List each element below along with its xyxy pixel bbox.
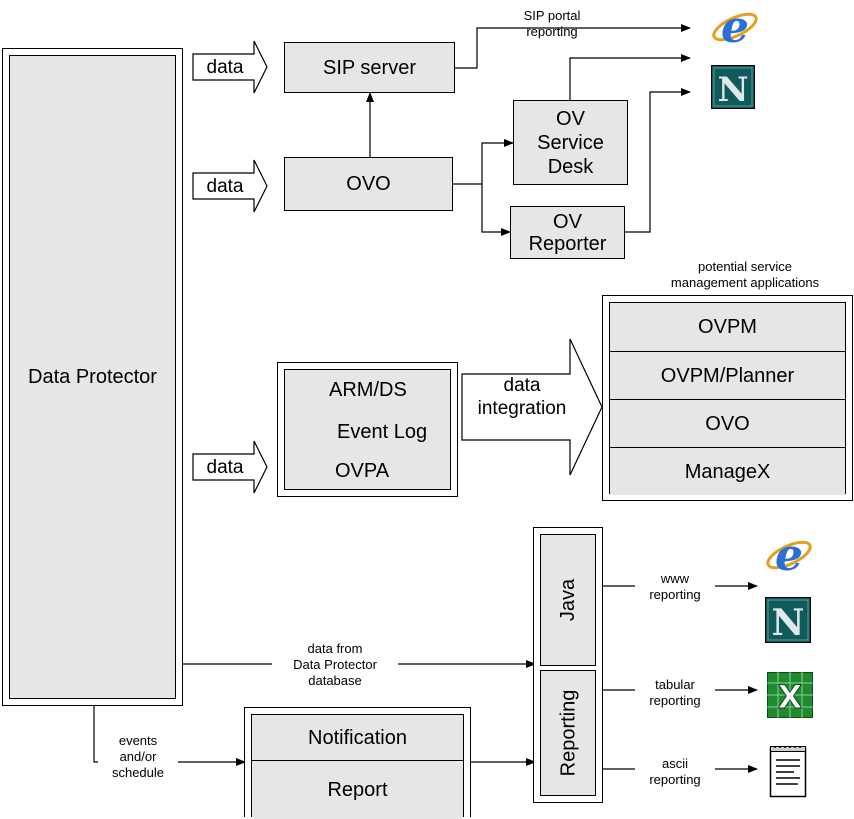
integration-item-ovpa: OVPA — [335, 460, 390, 482]
sip-server-label: SIP server — [323, 56, 416, 79]
ov-service-desk-box: OV Service Desk — [513, 100, 628, 185]
internet-explorer-icon: e — [766, 530, 812, 578]
data-label-ovo: data — [206, 176, 244, 197]
report-item: Report — [252, 761, 463, 819]
www-reporting-label: www reporting — [635, 571, 715, 603]
netscape-icon: N — [711, 65, 755, 109]
reporter-to-browser-line — [625, 88, 691, 233]
service-app-label: ManageX — [684, 460, 771, 483]
data-integration-arrow — [461, 338, 603, 476]
notification-list: Notification Report — [251, 714, 464, 819]
service-apps-caption: potential service management application… — [670, 259, 820, 290]
notification-frame: Notification Report — [244, 707, 471, 819]
internet-explorer-icon: e — [712, 2, 758, 50]
ovo-to-reporter-line — [481, 184, 511, 236]
ov-reporter-label: OV Reporter — [528, 210, 607, 255]
sip-to-ie-line — [455, 24, 691, 69]
notepad-icon — [769, 746, 807, 798]
notification-item: Notification — [252, 715, 463, 761]
integration-sources-box: ARM/DS Event Log OVPA — [284, 369, 451, 490]
data-integration-label: data integration — [477, 375, 567, 419]
ovo-box: OVO — [284, 157, 453, 211]
data-arrow-integration — [192, 440, 268, 494]
sip-portal-reporting-label: SIP portal reporting — [523, 8, 581, 39]
events-schedule-label: events and/or schedule — [98, 733, 178, 781]
java-box: Java — [540, 534, 596, 666]
data-label-integration: data — [206, 457, 244, 478]
svg-text:e: e — [775, 530, 803, 578]
service-apps-list: OVPM OVPM/Planner OVO ManageX — [609, 302, 846, 495]
service-app-label: OVPM/Planner — [660, 364, 795, 387]
data-arrow-sip — [192, 40, 268, 94]
service-app-ovpm-planner: OVPM/Planner — [610, 352, 845, 400]
service-app-label: OVO — [705, 412, 750, 435]
service-app-label: OVPM — [698, 316, 757, 338]
data-protector-label: Data Protector — [28, 366, 157, 388]
ov-reporter-box: OV Reporter — [510, 206, 625, 259]
sip-server-box: SIP server — [284, 42, 455, 93]
tabular-reporting-label: tabular reporting — [635, 677, 715, 709]
servicedesk-to-browser-line — [569, 54, 691, 100]
events-line — [93, 705, 246, 766]
data-protector-box: Data Protector — [9, 55, 176, 699]
reporting-tool-frame: Java Reporting — [533, 527, 603, 803]
db-data-label: data from Data Protector database — [272, 641, 398, 689]
ovo-to-servicedesk-line — [481, 139, 514, 184]
svg-text:N: N — [772, 602, 805, 643]
service-app-managex: ManageX — [610, 448, 845, 495]
ascii-reporting-label: ascii reporting — [635, 756, 715, 788]
excel-icon: X — [767, 672, 813, 718]
integration-item-armds: ARM/DS — [329, 379, 407, 401]
java-label: Java — [557, 578, 579, 622]
service-apps-frame: OVPM OVPM/Planner OVO ManageX — [602, 295, 853, 501]
report-item-label: Report — [327, 779, 388, 801]
notification-item-label: Notification — [308, 726, 407, 749]
svg-text:e: e — [721, 2, 749, 50]
netscape-icon: N — [765, 597, 811, 643]
data-label-sip: data — [206, 57, 244, 78]
service-app-ovo: OVO — [610, 400, 845, 448]
data-arrow-ovo — [192, 159, 268, 213]
integration-item-eventlog: Event Log — [337, 421, 428, 443]
reporting-box: Reporting — [540, 670, 596, 796]
reporting-label: Reporting — [557, 689, 579, 777]
service-app-ovpm: OVPM — [610, 303, 845, 352]
ovo-label: OVO — [346, 173, 391, 195]
integration-sources-frame: ARM/DS Event Log OVPA — [277, 362, 458, 497]
svg-text:X: X — [778, 678, 803, 716]
svg-text:N: N — [717, 70, 748, 109]
data-protector-frame: Data Protector — [2, 48, 183, 706]
ov-service-desk-label: OV Service Desk — [537, 107, 604, 178]
